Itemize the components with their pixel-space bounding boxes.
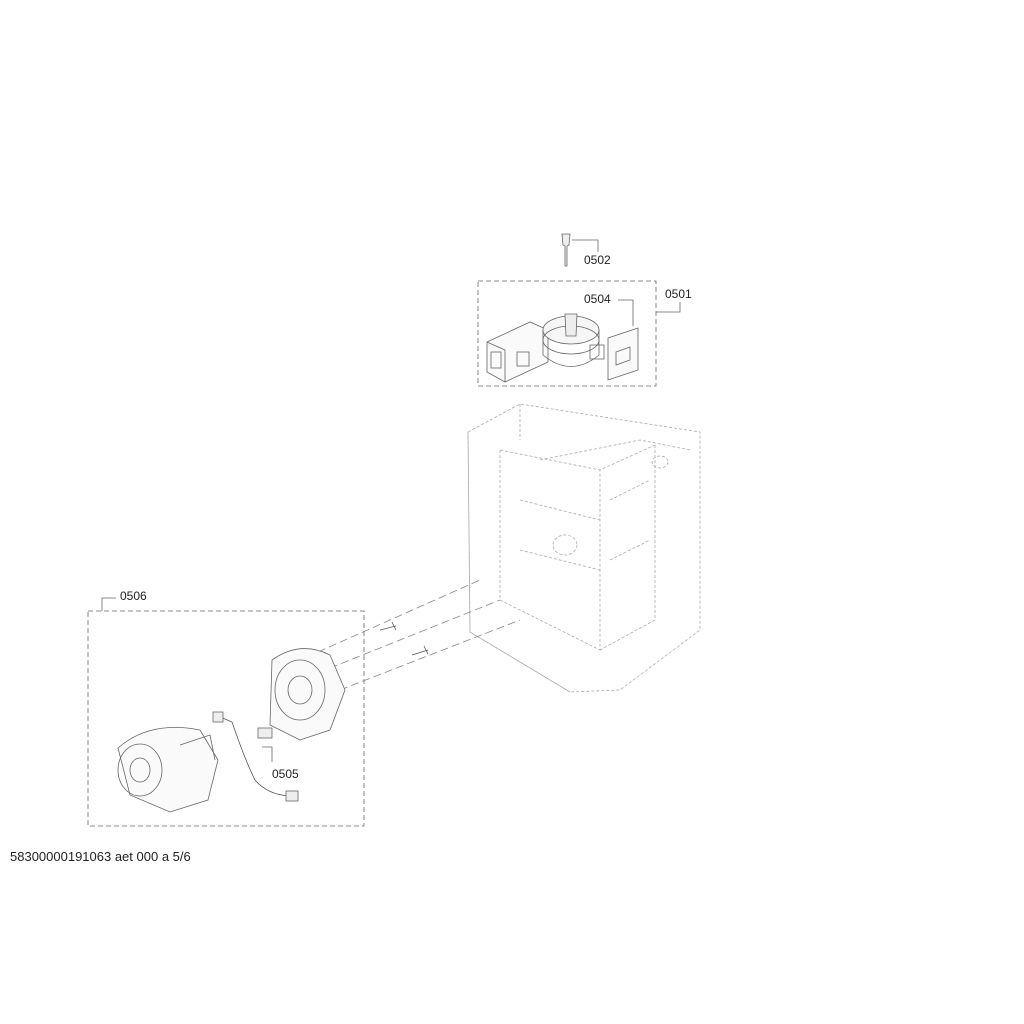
part-label-0501[interactable]: 0501 <box>665 287 692 301</box>
part-fan-housing <box>269 648 346 741</box>
part-0505-cable <box>212 711 299 802</box>
group-frame-0501 <box>477 280 657 387</box>
leader-0506 <box>101 597 116 611</box>
drawing-reference: 58300000191063 aet 000 a 5/6 <box>10 849 191 864</box>
part-label-0504[interactable]: 0504 <box>584 292 611 306</box>
part-blower <box>117 727 219 813</box>
screw-1 <box>379 621 397 631</box>
screw-2 <box>411 645 429 656</box>
part-label-0502[interactable]: 0502 <box>584 253 611 267</box>
part-label-0505[interactable]: 0505 <box>272 767 299 781</box>
part-0502-pin <box>561 233 571 267</box>
machine-housing <box>467 403 701 693</box>
alignment-lines <box>317 579 521 691</box>
leader-0502 <box>572 239 599 252</box>
part-0504-cover-plate <box>607 327 639 381</box>
leader-0505 <box>262 746 273 762</box>
leader-0501 <box>656 302 681 313</box>
group-frame-0506 <box>87 610 365 827</box>
part-0501-assembly <box>486 313 605 383</box>
leader-0504 <box>618 299 634 326</box>
part-label-0506[interactable]: 0506 <box>120 589 147 603</box>
